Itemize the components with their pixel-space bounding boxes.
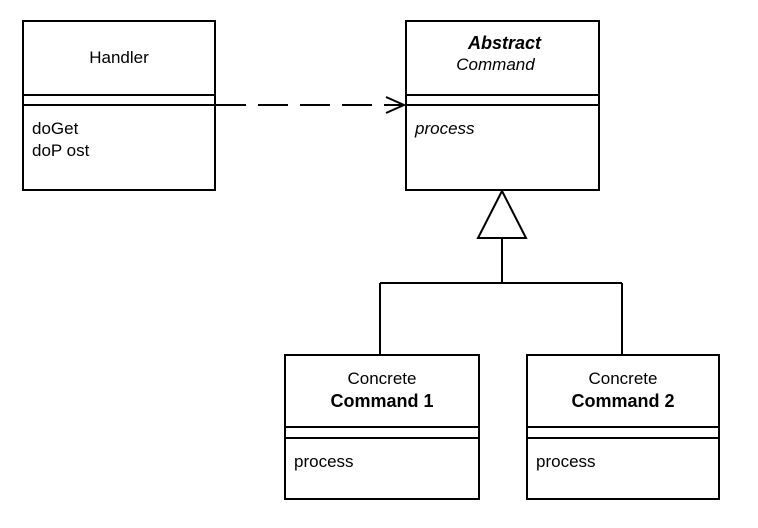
class-name-compartment: Concrete Command 2 [528,368,718,412]
operations-compartment: process [294,451,474,473]
class-name-compartment: Handler [24,47,214,69]
class-concrete-command-1[interactable]: Concrete Command 1 process [284,354,480,500]
operation-doget: doGet [32,119,79,138]
compartment-divider [286,437,478,439]
class-name: Command [456,55,535,74]
class-name: Handler [89,48,149,67]
class-name: Command 2 [571,391,675,411]
class-abstract-command[interactable]: Abstract Command process [405,20,600,191]
operations-compartment: process [536,451,714,473]
compartment-divider [286,426,478,428]
compartment-divider [407,94,598,96]
operations-compartment: process [415,118,594,140]
compartment-divider [407,104,598,106]
compartment-divider [528,437,718,439]
class-prefix: Concrete [347,369,417,388]
operation-process: process [415,119,475,138]
operation-process: process [536,452,596,471]
abstract-stereotype: Abstract [467,33,542,53]
generalization-triangle [476,188,528,239]
class-name-compartment: Concrete Command 1 [286,368,478,412]
class-handler[interactable]: Handler doGet doP ost [22,20,216,191]
operation-process: process [294,452,354,471]
class-prefix: Concrete [588,369,658,388]
compartment-divider [528,426,718,428]
compartment-divider [24,104,214,106]
class-concrete-command-2[interactable]: Concrete Command 2 process [526,354,720,500]
operations-compartment: doGet doP ost [32,118,210,162]
compartment-divider [24,94,214,96]
dependency-arrowhead [385,96,407,114]
class-name: Command 1 [330,391,434,411]
class-name-compartment: Abstract Command [407,32,598,76]
operation-dopost: doP ost [32,141,90,160]
